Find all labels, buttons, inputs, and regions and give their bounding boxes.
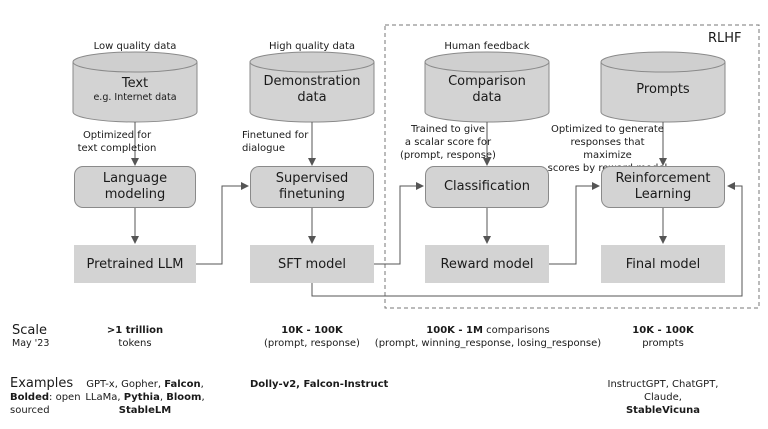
supervised-finetuning-line2: finetuning [278,187,346,202]
scale-rl: 10K - 100K prompts [613,324,713,350]
reward-edge-label: Trained to give a scalar score for (prom… [400,123,496,162]
scale-heading: Scale May '23 [12,323,49,349]
example-instructgpt-chatgpt: InstructGPT, ChatGPT, [607,379,719,390]
language-modeling-line1: Language [102,171,168,186]
reward-edge-label-line2: a scalar score for [404,137,492,148]
prompts-cylinder [600,51,726,123]
example-bloom: Bloom [166,392,202,403]
scale-label: Scale [12,323,47,338]
example-dolly-falcon-instruct: Dolly-v2, Falcon-Instruct [250,379,389,390]
scale-reward-value: 100K - 1M [426,325,483,336]
reward-model-box: Reward model [425,245,549,283]
comparison-data-label: Comparison data [425,74,549,106]
scale-sft-unit: (prompt, response) [264,338,360,349]
scale-pretrain-unit: tokens [118,338,152,349]
text-data-title: Text [121,76,149,91]
pretrain-edge-label: Optimized for text completion [62,129,172,155]
reinforcement-learning-line1: Reinforcement [615,171,711,186]
scale-reward-unit: (prompt, winning_response, losing_respon… [374,338,602,349]
scale-sft-value: 10K - 100K [281,325,343,336]
scale-pretrain: >1 trillion tokens [85,324,185,350]
classification-box: Classification [425,166,549,208]
demonstration-data-cylinder [249,51,375,123]
rlhf-label: RLHF [708,31,742,46]
example-comma2: , [201,392,205,403]
examples-bolded-rest: : open [49,392,81,403]
sft-model-box: SFT model [250,245,374,283]
arrow-pretrained-to-sft [196,182,249,265]
comparison-data-line1: Comparison [448,74,526,89]
supervised-finetuning-line1: Supervised [275,171,349,186]
rl-edge-label-line2: responses that maximize [570,137,645,161]
reward-edge-label-line3: (prompt, response) [400,150,496,161]
scale-reward-suffix: comparisons [482,325,550,336]
classification-label: Classification [443,179,531,194]
scale-pretrain-value: >1 trillion [106,325,164,336]
reward-top-caption: Human feedback [444,41,530,52]
demonstration-data-line1: Demonstration [263,74,361,89]
text-data-cylinder [72,51,198,123]
pretrained-llm-box: Pretrained LLM [74,245,196,283]
example-stablelm: StableLM [118,405,172,416]
language-modeling-line2: modeling [104,187,166,202]
pretrain-edge-label-line2: text completion [77,143,157,154]
pretrain-edge-label-line1: Optimized for [82,130,152,141]
example-stablevicuna: StableVicuna [625,405,700,416]
prompts-data-label: Prompts [636,82,690,97]
scale-sft: 10K - 100K (prompt, response) [255,324,369,350]
examples-pretrain: GPT-x, Gopher, Falcon, LLaMa, Pythia, Bl… [80,378,210,417]
sft-edge-label-line2: dialogue [242,143,285,154]
demonstration-data-line2: data [297,90,327,105]
text-data-subtitle: e.g. Internet data [93,92,177,103]
arrow-sftmodel-to-rl [311,182,743,297]
example-llama: LLaMa, [85,392,124,403]
scale-reward: 100K - 1M comparisons (prompt, winning_r… [367,324,609,350]
sft-top-caption: High quality data [268,41,356,52]
pretrain-top-caption: Low quality data [93,41,177,52]
final-model-box: Final model [601,245,725,283]
reward-edge-label-line1: Trained to give [410,124,486,135]
examples-rl: InstructGPT, ChatGPT, Claude, StableVicu… [606,378,720,417]
examples-sft: Dolly-v2, Falcon-Instruct [250,378,410,391]
comparison-data-line2: data [472,90,502,105]
examples-bolded-word: Bolded [10,392,50,403]
reinforcement-learning-line2: Learning [634,187,692,202]
examples-sourced: sourced [10,405,50,416]
example-claude: Claude, [644,392,682,403]
scale-rl-value: 10K - 100K [632,325,694,336]
example-falcon: Falcon [164,379,201,390]
scale-date: May '23 [12,338,50,349]
comparison-data-cylinder [424,51,550,123]
sft-edge-label: Finetuned for dialogue [242,129,312,155]
example-pythia: Pythia [123,392,160,403]
sft-edge-label-line1: Finetuned for [242,130,309,141]
example-gpt-gopher: GPT-x, Gopher, [86,379,165,390]
rl-edge-label-line1: Optimized to generate [551,124,664,135]
example-comma: , [200,379,204,390]
arrow-reward-to-rl [549,182,600,265]
rlhf-region [384,24,760,309]
examples-heading: Examples Bolded: open sourced [10,376,81,417]
example-sep: , [159,392,167,403]
text-data-label: Text e.g. Internet data [73,76,197,103]
arrow-sftmodel-to-classification [373,182,424,265]
demonstration-data-label: Demonstration data [250,74,374,106]
scale-rl-unit: prompts [642,338,684,349]
examples-label: Examples [10,376,74,391]
